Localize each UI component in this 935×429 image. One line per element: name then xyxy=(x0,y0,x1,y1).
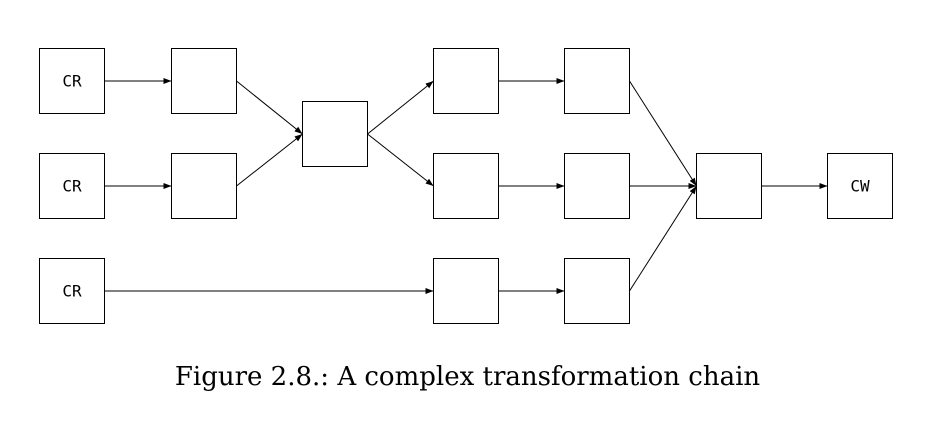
edges xyxy=(104,78,828,294)
nodes: CR CR CR CW xyxy=(39,48,893,324)
transformation-chain-diagram: CR CR CR CW xyxy=(39,48,893,324)
node-a2 xyxy=(171,153,237,219)
node-box xyxy=(39,258,105,324)
node-w1: CW xyxy=(827,153,893,219)
node-box xyxy=(433,153,499,219)
node-r1: CR xyxy=(39,48,105,114)
node-c1 xyxy=(564,48,630,114)
node-label: CW xyxy=(850,177,870,196)
node-r3: CR xyxy=(39,258,105,324)
node-m1 xyxy=(302,101,368,167)
node-box xyxy=(433,258,499,324)
node-c3 xyxy=(564,258,630,324)
node-c2 xyxy=(564,153,630,219)
node-b2 xyxy=(433,153,499,219)
edge-arrow-a1-m1 xyxy=(236,80,303,135)
node-box xyxy=(696,153,762,219)
node-box xyxy=(171,153,237,219)
node-label: CR xyxy=(62,72,82,91)
edge-arrow-a2-m1 xyxy=(236,133,303,187)
node-box xyxy=(564,48,630,114)
node-box xyxy=(827,153,893,219)
node-box xyxy=(302,101,368,167)
node-box xyxy=(564,258,630,324)
node-a1 xyxy=(171,48,237,114)
node-b3 xyxy=(433,258,499,324)
edge-arrow-m1-b1 xyxy=(367,80,434,135)
node-r2: CR xyxy=(39,153,105,219)
node-box xyxy=(433,48,499,114)
node-box xyxy=(564,153,630,219)
node-label: CR xyxy=(62,282,82,301)
node-box xyxy=(39,153,105,219)
node-box xyxy=(39,48,105,114)
node-d1 xyxy=(696,153,762,219)
node-box xyxy=(171,48,237,114)
edge-arrow-m1-b2 xyxy=(367,133,434,187)
figure-caption: Figure 2.8.: A complex transformation ch… xyxy=(174,362,761,392)
edge-arrow-c3-d1 xyxy=(629,185,697,292)
edge-arrow-c1-d1 xyxy=(629,80,697,187)
node-label: CR xyxy=(62,177,82,196)
node-b1 xyxy=(433,48,499,114)
